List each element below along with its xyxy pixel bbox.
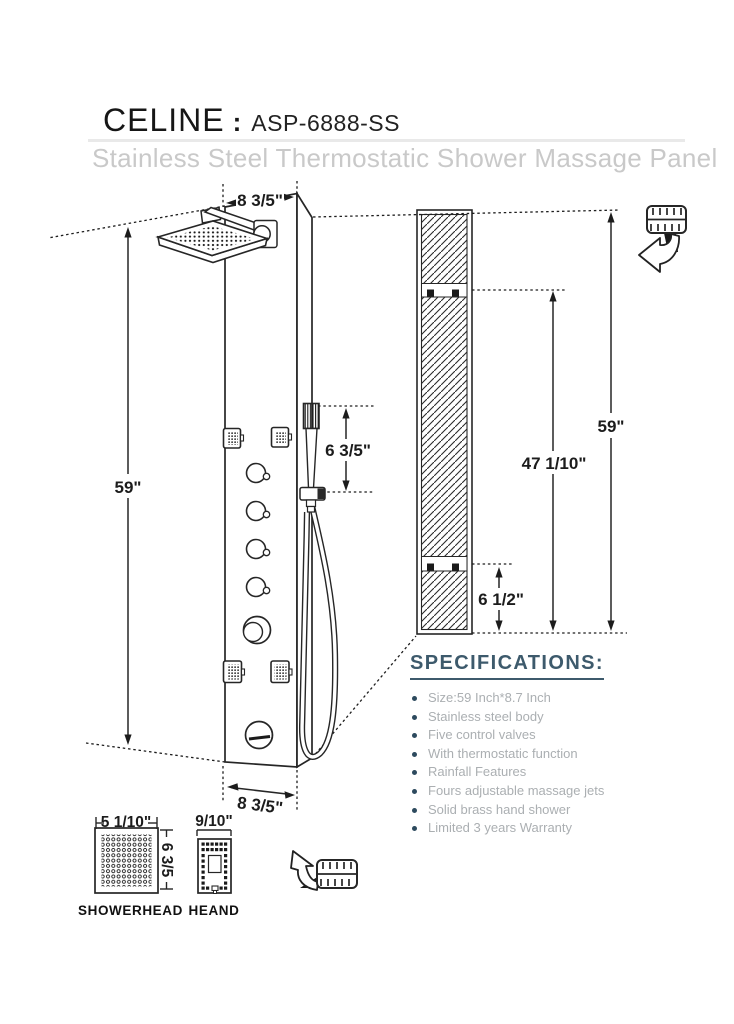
massage-jets [222, 426, 293, 684]
curved-arrow-icon [290, 850, 319, 891]
hand-shower-head [302, 402, 320, 430]
product-subtitle: Stainless Steel Thermostatic Shower Mass… [92, 143, 718, 173]
model-number: ASP-6888-SS [251, 110, 400, 136]
bullet-icon [412, 733, 417, 739]
bullet-icon [412, 714, 417, 720]
showerhead-detail: 5 1/10" 6 3/5 SHOWERHEAD [78, 814, 183, 918]
showerhead-detail-label: SHOWERHEAD [78, 903, 183, 918]
reference-lines [47, 181, 627, 812]
hand-shower-detail: 9/10" HEAND [188, 813, 239, 918]
tape-measure-icon [638, 205, 687, 273]
hand-shower-detail-label: HEAND [188, 903, 239, 918]
water-outlet [244, 720, 274, 750]
title-divider [88, 139, 685, 142]
showerhead-nozzles [167, 226, 256, 251]
specifications-heading: SPECIFICATIONS: [410, 652, 604, 680]
tape-measure-icon-bottom [290, 850, 358, 891]
specifications-section: SPECIFICATIONS: Size:59 Inch*8.7 Inch St… [410, 652, 640, 838]
dim-top-width: 8 3/5" [237, 191, 283, 210]
spec-item: Solid brass hand shower [410, 801, 640, 820]
hand-shower-handle [305, 427, 318, 489]
spec-item: Five control valves [410, 726, 640, 745]
dim-panel-height: 59" [115, 478, 142, 497]
spec-item: With thermostatic function [410, 745, 640, 764]
dim-showerhead-width: 5 1/10" [101, 814, 151, 831]
dim-upper-bracket-height: 47 1/10" [522, 454, 587, 473]
curved-arrow-icon [638, 233, 680, 273]
dim-showerhead-depth: 6 3/5 [158, 843, 175, 878]
spec-item: Size:59 Inch*8.7 Inch [410, 689, 640, 708]
specifications-list: Size:59 Inch*8.7 Inch Stainless steel bo… [410, 689, 640, 838]
title-separator: : [232, 107, 242, 137]
bullet-icon [412, 696, 417, 701]
bullet-icon [412, 788, 417, 794]
spec-item: Fours adjustable massage jets [410, 782, 640, 801]
bullet-icon [412, 751, 417, 757]
hand-shower [299, 402, 339, 760]
wall-mount-rail [416, 209, 473, 635]
dim-hand-shower-width: 9/10" [195, 813, 233, 830]
dim-lower-bracket-height: 6 1/2" [478, 590, 524, 609]
brand-name: CELINE [103, 102, 225, 138]
rain-showerhead [155, 206, 278, 264]
dim-hand-shower-height: 6 3/5" [325, 441, 371, 460]
dimension-annotations: 8 3/5" 59" 6 3/5" 47 1/10" 59" [109, 190, 628, 818]
bullet-icon [412, 770, 417, 776]
bullet-icon [412, 826, 417, 832]
spec-item: Limited 3 years Warranty [410, 819, 640, 838]
bullet-icon [412, 807, 417, 813]
showerhead-detail-nozzles [101, 834, 152, 887]
control-valves [245, 462, 271, 598]
page-title: CELINE : ASP-6888-SS [103, 102, 400, 139]
spec-item: Stainless steel body [410, 708, 640, 727]
dim-bottom-width: 8 3/5" [236, 793, 284, 817]
thermostatic-valve [242, 615, 272, 645]
spec-item: Rainfall Features [410, 763, 640, 782]
dim-rail-height: 59" [598, 417, 625, 436]
